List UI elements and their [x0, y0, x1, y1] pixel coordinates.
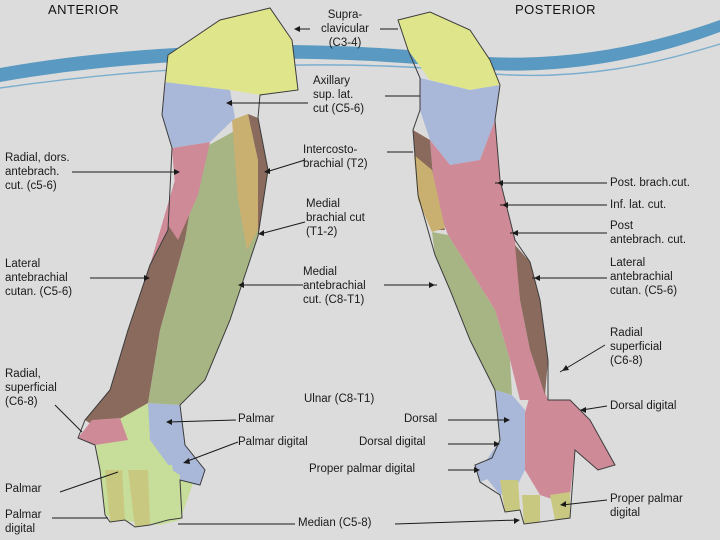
- label-intercostobrachial: Intercosto- brachial (T2): [303, 144, 368, 170]
- posterior-dorsal-hand-region: [520, 395, 615, 500]
- label-dorsal: Dorsal: [404, 413, 438, 425]
- label-inferior-lateral: Inf. lat. cut.: [610, 199, 667, 211]
- blue-swoosh-decoration: [0, 20, 720, 82]
- label-posterior-brachial: Post. brach.cut.: [610, 177, 690, 189]
- posterior-finger-ring: [500, 480, 520, 512]
- label-ulnar: Ulnar (C8-T1): [304, 393, 375, 405]
- anterior-finger-ring: [155, 465, 182, 520]
- label-supraclavicular: Supra- clavicular (C3-4): [321, 9, 369, 49]
- leader-lines: [52, 28, 608, 525]
- label-radial-dorsal-antebrachial: Radial, dors. antebrach. cut. (c5-6): [5, 152, 70, 192]
- label-dorsal-digital-right: Dorsal digital: [610, 400, 677, 412]
- label-lateral-antebrachial-left: Lateral antebrachial cutan. (C5-6): [5, 258, 73, 298]
- leader-arrowheads: [144, 26, 586, 524]
- label-palmar-left: Palmar: [5, 483, 42, 495]
- posterior-arm-outline: [397, 11, 616, 525]
- label-proper-palmar-digital-center: Proper palmar digital: [309, 463, 416, 475]
- label-palmar-digital-center: Palmar digital: [238, 436, 308, 448]
- posterior-supraclavicular-region: [398, 12, 500, 90]
- posterior-finger-little: [475, 458, 498, 482]
- posterior-finger-middle: [522, 495, 540, 524]
- anterior-finger-middle: [128, 470, 150, 527]
- posterior-brachial-antebrachial-region: [430, 120, 548, 400]
- label-proper-palmar-digital-right: Proper palmar digital: [610, 493, 683, 519]
- anterior-arm-outline: [77, 7, 299, 528]
- label-posterior-antebrachial: Post antebrach. cut.: [610, 220, 687, 246]
- label-medial-brachial: Medial brachial cut (T1-2): [306, 198, 365, 238]
- label-lateral-antebrachial-right: Lateral antebrachial cutan. (C5-6): [610, 257, 678, 297]
- anterior-radial-pink-band: [168, 142, 210, 240]
- anterior-radial-dorsal-region: [150, 148, 200, 265]
- anterior-finger-index: [105, 470, 125, 522]
- label-radial-superficial-left: Radial, superficial (C6-8): [5, 368, 57, 408]
- label-dorsal-digital-center: Dorsal digital: [359, 436, 426, 448]
- anterior-supraclavicular-region: [165, 8, 298, 95]
- anterior-heading: ANTERIOR: [48, 2, 120, 17]
- posterior-medial-brachial-region: [414, 155, 445, 232]
- anterior-medial-antebrachial-region: [148, 118, 265, 405]
- posterior-finger-index: [550, 492, 570, 520]
- anterior-medial-brachial-region: [232, 114, 258, 250]
- label-palmar-center: Palmar: [238, 413, 275, 425]
- posterior-lateral-antebrachial-region: [515, 245, 548, 395]
- posterior-heading: POSTERIOR: [515, 2, 597, 17]
- label-medial-antebrachial: Medial antebrachial cut. (C8-T1): [303, 266, 366, 306]
- posterior-axillary-region: [420, 78, 500, 165]
- label-axillary: Axillary sup. lat. cut (C5-6): [313, 75, 365, 115]
- label-radial-superficial-right: Radial superficial (C6-8): [610, 327, 662, 367]
- label-palmar-digital-left: Palmar digital: [5, 509, 42, 535]
- anterior-finger-thumb: [78, 418, 128, 445]
- label-median: Median (C5-8): [298, 517, 372, 529]
- anterior-axillary-region: [162, 82, 235, 148]
- posterior-medial-antebrachial-region: [432, 232, 512, 395]
